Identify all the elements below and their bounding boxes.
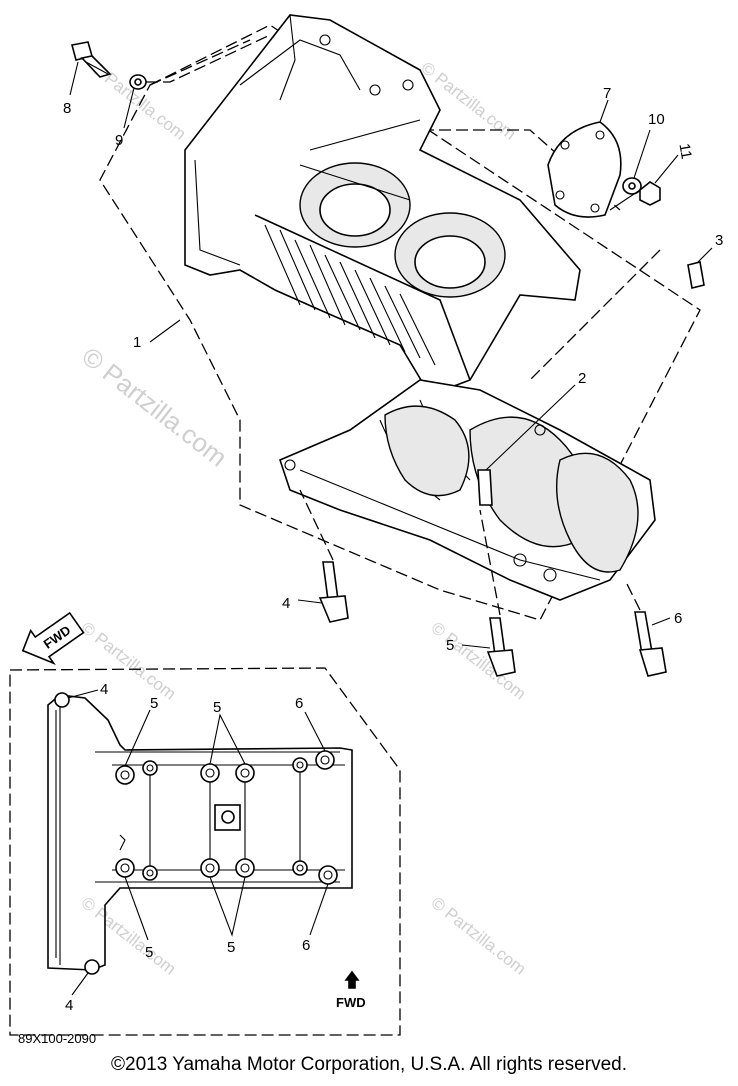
callout-11: 11 (675, 142, 694, 160)
inset-fwd-arrow: FWD (336, 970, 366, 1010)
callout-10: 10 (648, 111, 665, 128)
inset-callout-6-top: 6 (295, 695, 303, 712)
part-5-bolt (461, 509, 516, 677)
callout-4: 4 (282, 595, 290, 612)
inset-bottom-view (47, 689, 353, 996)
copyright-footer: ©2013 Yamaha Motor Corporation, U.S.A. A… (111, 1054, 627, 1075)
callout-7: 7 (603, 85, 611, 102)
watermark-5: © Partzilla.com (428, 893, 530, 979)
fwd-arrow: FWD (21, 611, 85, 666)
inset-callout-5-mid-top: 5 (213, 699, 221, 716)
callout-2: 2 (578, 370, 586, 387)
part-7-cover (547, 99, 622, 218)
part-6-bolt (624, 579, 671, 677)
inset-fwd-label: FWD (336, 995, 366, 1010)
inset-callout-4-top: 4 (100, 681, 108, 698)
part-code: 89X100-2090 (18, 1031, 96, 1046)
inset-callout-4-bottom: 4 (65, 997, 73, 1014)
callout-1: 1 (133, 334, 141, 351)
assembly-outline (99, 24, 701, 621)
crankcase-diagram: © Partzilla.com © Partzilla.com © Partzi… (9, 14, 723, 1046)
callout-8: 8 (63, 100, 71, 117)
callouts: 1 2 3 4 5 6 7 8 9 10 11 4 5 5 6 5 5 6 4 (63, 85, 723, 1014)
lower-crankcase (279, 379, 656, 601)
inset-outline (9, 667, 401, 1036)
watermark-main: © Partzilla.com (76, 341, 233, 473)
callout-9: 9 (115, 132, 123, 149)
part-8-bolt (71, 41, 112, 78)
callout-6: 6 (674, 610, 682, 627)
inset-callout-5-left-top: 5 (150, 695, 158, 712)
inset-callout-5-left-bottom: 5 (145, 944, 153, 961)
inset-callout-5-mid-bottom: 5 (227, 939, 235, 956)
callout-5: 5 (446, 637, 454, 654)
inset-callout-6-bottom: 6 (302, 937, 310, 954)
upper-crankcase (184, 14, 581, 396)
part-11-nut (639, 181, 661, 206)
callout-3: 3 (715, 232, 723, 249)
part-3-pin (687, 261, 705, 289)
part-4-bolt (297, 489, 349, 623)
part-2-dowel (477, 469, 493, 506)
